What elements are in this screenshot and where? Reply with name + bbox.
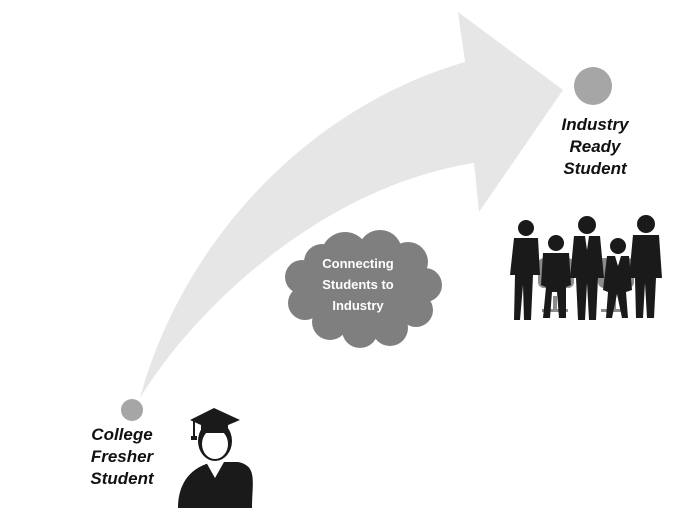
end-node	[574, 67, 612, 105]
cloud-label-line-3: Industry	[332, 298, 384, 313]
business-team-icon	[510, 215, 662, 320]
graduate-student-icon	[178, 408, 253, 508]
growth-arrow	[140, 12, 563, 398]
start-label-line-3: Student	[90, 469, 154, 488]
start-node	[121, 399, 143, 421]
end-label: Industry Ready Student	[544, 114, 646, 180]
start-label: College Fresher Student	[76, 424, 168, 490]
end-label-line-2: Ready	[569, 137, 621, 156]
start-label-line-2: Fresher	[90, 447, 154, 466]
cloud-label-line-2: Students to	[322, 277, 394, 292]
cloud-label: Connecting Students to Industry	[300, 253, 416, 316]
cloud-shape	[285, 230, 442, 348]
cloud-label-line-1: Connecting	[322, 256, 394, 271]
start-label-line-1: College	[91, 425, 153, 444]
end-label-line-3: Student	[563, 159, 627, 178]
end-label-line-1: Industry	[561, 115, 629, 134]
